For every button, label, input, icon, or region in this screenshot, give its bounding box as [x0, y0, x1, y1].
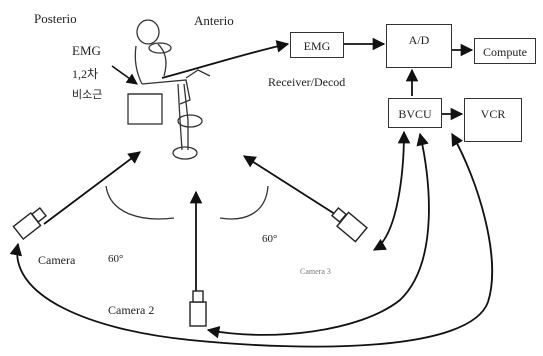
- camera3-angle-label: 60°: [262, 233, 278, 245]
- camera3-cable: [372, 130, 411, 251]
- camera3-icon: [330, 206, 368, 243]
- receiver-label: Receiver/Decod: [268, 75, 346, 89]
- subject-figure: [127, 19, 211, 160]
- camera2-icon: [189, 290, 207, 327]
- emg-muscle-label: 비소근: [72, 89, 103, 101]
- camera1-cable: [9, 132, 494, 348]
- angle-arc-right: [219, 185, 269, 220]
- emg-block-label: EMG: [303, 39, 331, 53]
- subject-foot: [172, 146, 198, 160]
- posterior-label: Posterio: [34, 11, 77, 26]
- computer-block: Compute: [474, 38, 536, 64]
- subject-arm: [148, 42, 172, 54]
- computer-block-label: Compute: [483, 45, 527, 59]
- emg-channels-label: 1,2차: [72, 67, 99, 81]
- camera3-view-arrow: [242, 155, 339, 217]
- camera1-label: Camera: [38, 253, 76, 267]
- subject-to-emg-arrow: [161, 40, 290, 79]
- camera1-angle-label: 60°: [108, 253, 124, 265]
- vcr-block-label: VCR: [480, 107, 506, 121]
- camera1-icon: [12, 206, 48, 241]
- camera2-label: Camera 2: [108, 303, 155, 317]
- subject-head: [136, 19, 160, 45]
- vcr-block: VCR: [464, 98, 522, 142]
- subject-thigh: [141, 79, 191, 105]
- emg-receiver-block: EMG: [290, 32, 344, 58]
- subject-back: [134, 45, 143, 85]
- camera1-view-arrow: [43, 151, 142, 225]
- bvcu-block-label: BVCU: [398, 107, 432, 121]
- anterior-label: Anterio: [194, 13, 234, 28]
- ad-converter-block: A/D: [386, 24, 452, 68]
- ad-block-label: A/D: [408, 33, 430, 47]
- camera3-label: Camera 3: [300, 267, 331, 276]
- emg-subject-label: EMG: [72, 43, 101, 58]
- subject-knee: [177, 114, 203, 128]
- angle-arc-left: [105, 185, 175, 220]
- subject-stool: [127, 93, 163, 125]
- camera2-cable: [206, 132, 430, 339]
- emg-electrode-arrow: [111, 65, 138, 85]
- subject-leg: [183, 83, 189, 150]
- bvcu-block: BVCU: [388, 98, 442, 128]
